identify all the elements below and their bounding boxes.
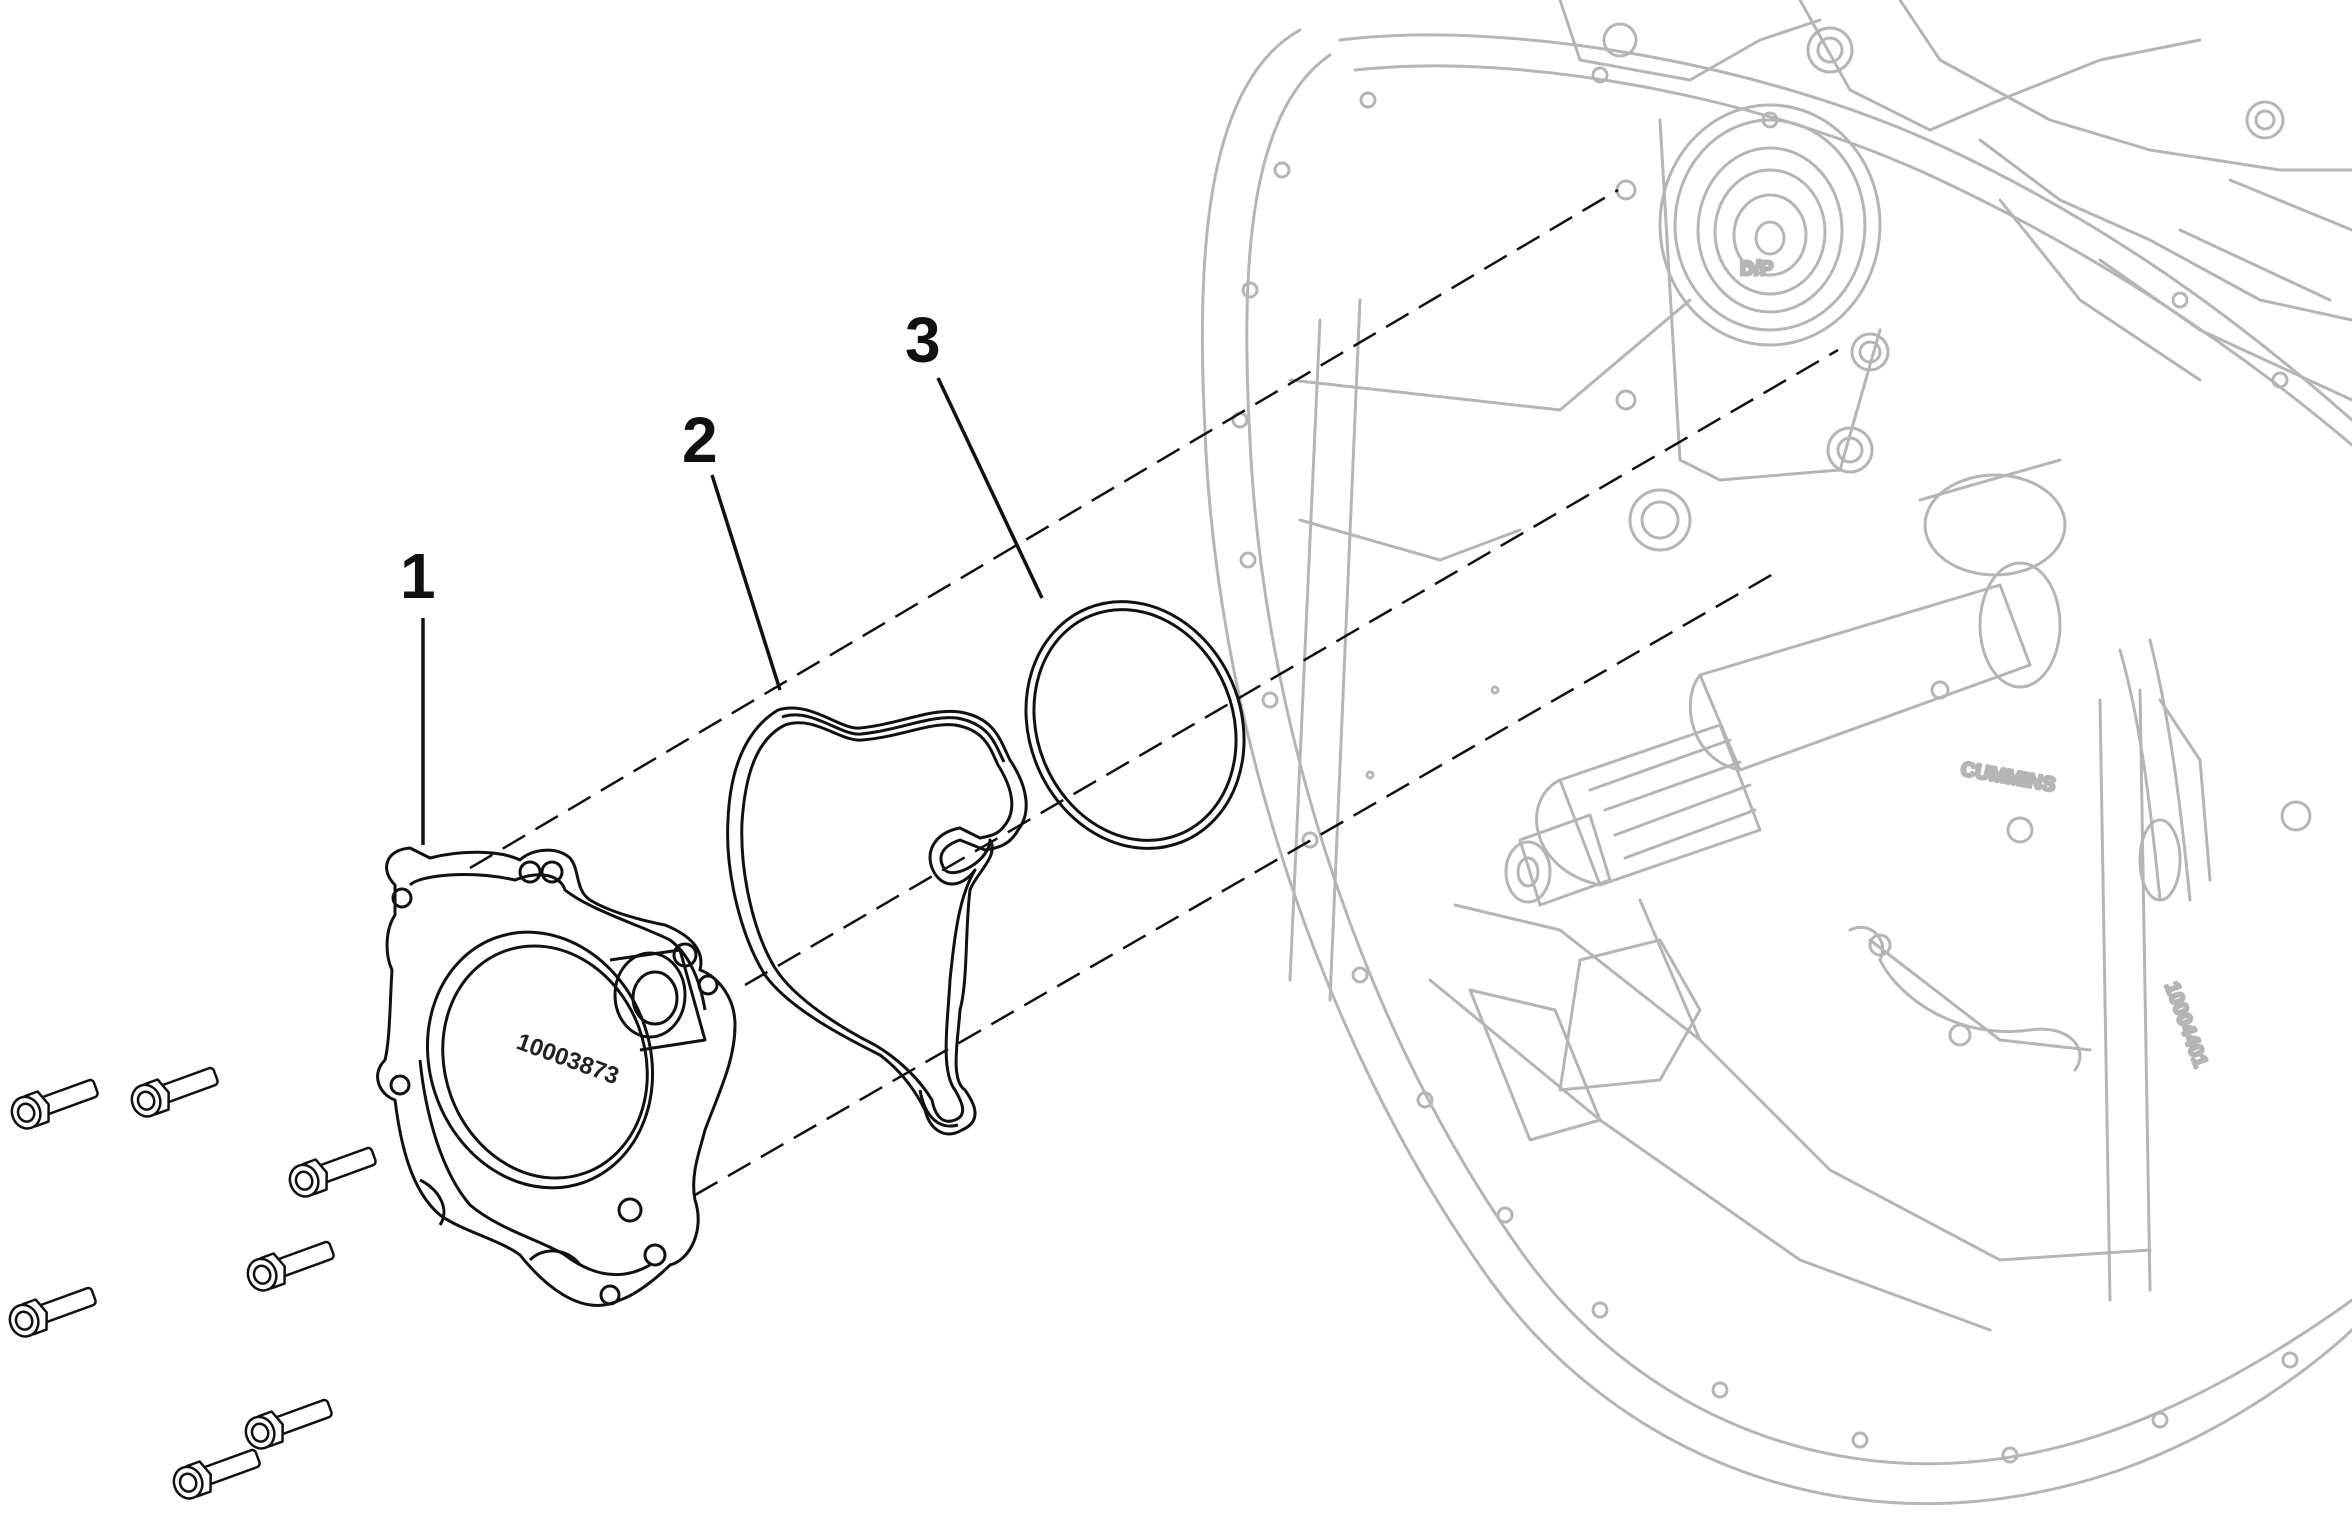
callout-2: 2 xyxy=(682,404,718,476)
o-ring-inner xyxy=(1032,608,1238,842)
bell-housing-outer-ring xyxy=(1200,28,2352,1506)
housing-part-number-stamp: 10004401 xyxy=(2160,979,2211,1070)
gasket-outer-edge xyxy=(726,706,1028,1136)
transmission-housing: D/P xyxy=(1200,0,2352,1506)
leader-line-3 xyxy=(936,377,1044,599)
alignment-line-bottom xyxy=(694,568,1781,1197)
input-shaft xyxy=(1504,458,2067,907)
pump-mounting-boss: D/P xyxy=(1615,103,1890,552)
gasket-inner-edge xyxy=(740,721,1014,1123)
flange-bolt-holes xyxy=(1231,66,2299,1464)
cover-bolt-holes xyxy=(389,860,719,1306)
bolt-4 xyxy=(246,1240,335,1292)
bolt-2 xyxy=(130,1066,219,1118)
callout-leaders xyxy=(421,377,1044,845)
callout-1: 1 xyxy=(400,540,436,612)
mounting-bolts xyxy=(8,1066,377,1500)
bolt-5 xyxy=(8,1286,97,1338)
o-ring-outer xyxy=(1024,600,1246,850)
callout-labels: 1 2 3 xyxy=(400,304,941,612)
svg-text:D/P: D/P xyxy=(1740,258,1773,280)
gasket-part-2 xyxy=(726,706,1028,1136)
cover-part-number-stamp: 10003873 xyxy=(513,1028,623,1090)
bolt-1 xyxy=(10,1078,99,1130)
bolt-7 xyxy=(244,1398,333,1450)
cover-plate-part-1 xyxy=(376,846,737,1307)
alignment-lines xyxy=(469,188,1839,1197)
bell-housing-rim xyxy=(1338,33,2352,422)
housing-brand-stamp: CUMMINS xyxy=(1959,758,2057,796)
callout-3: 3 xyxy=(905,304,941,376)
bolt-3 xyxy=(288,1146,377,1198)
alignment-line-top xyxy=(469,188,1619,870)
bolt-6 xyxy=(172,1448,261,1500)
cover-plate-outline xyxy=(376,846,737,1307)
o-ring-part-3 xyxy=(1024,600,1246,850)
leader-line-2 xyxy=(710,474,782,691)
bell-housing-inner-ring xyxy=(1245,53,2352,1466)
alignment-line-center xyxy=(744,348,1839,987)
cover-center-face xyxy=(425,930,655,1190)
